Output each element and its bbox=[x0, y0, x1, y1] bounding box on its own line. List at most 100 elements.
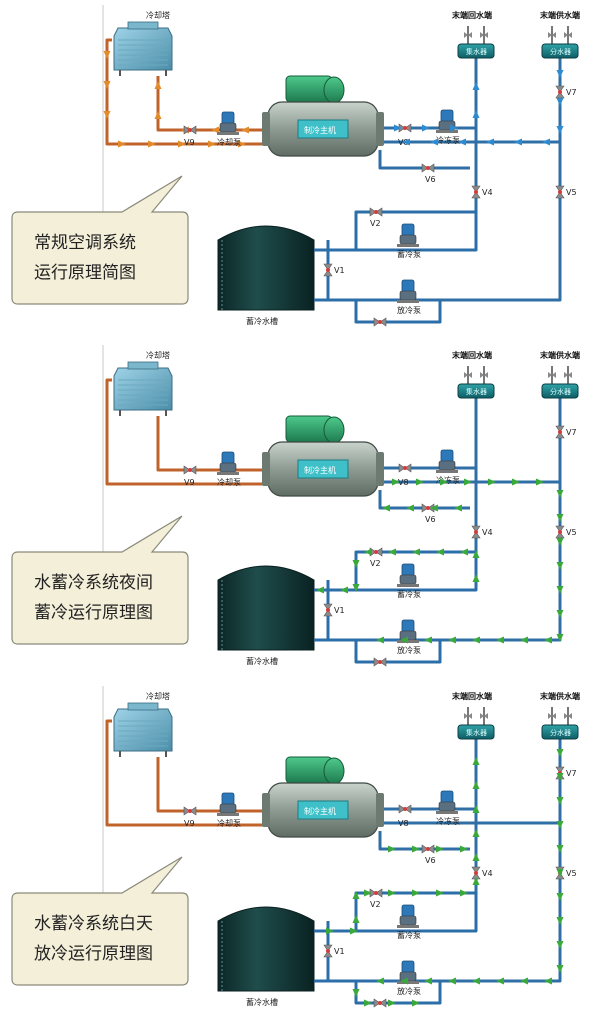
chiller-compressor bbox=[323, 757, 345, 785]
v5-branch-pipe bbox=[440, 142, 562, 302]
chiller-cap bbox=[262, 112, 270, 146]
pump: 放冷泵 bbox=[397, 279, 421, 315]
valve-label: V7 bbox=[566, 428, 577, 437]
valve-handle bbox=[378, 320, 382, 324]
flow-arrow bbox=[416, 478, 424, 486]
flow-arrow bbox=[103, 51, 111, 59]
valve-label: V8 bbox=[398, 819, 409, 828]
pump-motor bbox=[440, 109, 454, 123]
pump-body bbox=[219, 462, 237, 473]
pump-base bbox=[217, 132, 239, 135]
header-valve bbox=[564, 713, 572, 719]
flow-arrow bbox=[520, 977, 528, 985]
header-valve bbox=[564, 372, 572, 378]
valve-label: V9 bbox=[184, 138, 195, 147]
flow-arrow bbox=[412, 548, 420, 556]
pump-label: 蓄冷泵 bbox=[397, 930, 421, 940]
flow-arrow bbox=[556, 538, 564, 546]
valve-handle bbox=[374, 210, 378, 214]
flow-arrow bbox=[556, 634, 564, 642]
header-valve bbox=[548, 713, 556, 719]
callout-line-1: 常规空调系统 bbox=[34, 233, 136, 253]
pump-base bbox=[436, 130, 458, 133]
discharge-bypass-pipe bbox=[354, 300, 442, 324]
pump-label: 冷却泵 bbox=[217, 477, 241, 487]
bypass-pipe bbox=[378, 831, 470, 851]
chilled-return-pipe bbox=[384, 52, 478, 130]
pump: 蓄冷泵 bbox=[397, 223, 421, 259]
flow-arrow bbox=[392, 478, 400, 486]
valve-handle bbox=[474, 190, 478, 194]
water-header: 集水器 bbox=[457, 366, 495, 399]
valve bbox=[421, 163, 435, 173]
flow-arrow bbox=[556, 586, 564, 594]
valve-label: V1 bbox=[334, 606, 345, 615]
valve bbox=[555, 525, 565, 539]
flow-arrow bbox=[364, 889, 372, 897]
valve-label: V5 bbox=[566, 528, 577, 537]
chiller-cap bbox=[376, 793, 384, 827]
supply-terminal-label: 末端供水端 bbox=[540, 10, 580, 20]
pump-body bbox=[438, 460, 456, 471]
callout-shape bbox=[11, 515, 189, 645]
storage-loop-pipe bbox=[314, 550, 478, 592]
header-label: 集水器 bbox=[466, 387, 487, 396]
flow-arrow bbox=[496, 636, 504, 644]
flow-arrow bbox=[400, 977, 408, 985]
callout-line-2: 放冷运行原理图 bbox=[34, 944, 153, 964]
chilled-return-pipe bbox=[384, 733, 478, 811]
flow-arrow bbox=[382, 504, 390, 512]
header-box bbox=[541, 724, 579, 740]
valve-label: V6 bbox=[425, 515, 436, 524]
tower-body bbox=[113, 367, 173, 411]
flow-arrow bbox=[460, 845, 468, 853]
valve bbox=[398, 123, 412, 133]
chiller-panel bbox=[297, 119, 349, 139]
valve-handle bbox=[188, 128, 192, 132]
valve-handle bbox=[188, 809, 192, 813]
valve-handle bbox=[426, 166, 430, 170]
header-valve bbox=[548, 372, 556, 378]
pump-base bbox=[217, 813, 239, 816]
valve bbox=[398, 804, 412, 814]
pump-label: 放冷泵 bbox=[397, 305, 421, 315]
flow-arrow bbox=[352, 560, 360, 568]
valve bbox=[471, 866, 481, 880]
valve-handle bbox=[403, 126, 407, 130]
valve bbox=[555, 85, 565, 99]
pump-motor bbox=[440, 449, 454, 463]
flow-arrow bbox=[472, 636, 480, 644]
callout-shape bbox=[11, 175, 189, 305]
flow-arrow bbox=[556, 965, 564, 973]
pump-label: 蓄冷泵 bbox=[397, 249, 421, 259]
flow-arrow bbox=[402, 138, 410, 146]
flow-arrow bbox=[556, 70, 564, 78]
flow-arrow bbox=[436, 548, 444, 556]
valve-label: V7 bbox=[566, 88, 577, 97]
flow-arrow bbox=[556, 773, 564, 781]
chiller-label: 制冷主机 bbox=[304, 125, 336, 135]
valve-handle bbox=[326, 949, 330, 953]
pump-label: 冷却泵 bbox=[217, 818, 241, 828]
pump-body bbox=[219, 803, 237, 814]
tower-body bbox=[113, 708, 173, 752]
chiller-label: 制冷主机 bbox=[304, 465, 336, 475]
valve-handle bbox=[188, 468, 192, 472]
cooling-tower: 冷却塔 bbox=[113, 10, 173, 76]
pump: 冷却泵 bbox=[217, 111, 241, 147]
return-terminal-label: 末端回水端 bbox=[452, 350, 492, 360]
header-valve bbox=[464, 372, 472, 378]
storage-tank: 蓄冷水槽 bbox=[217, 906, 315, 1007]
panel-1: 冷却塔V9冷却泵制冷主机V8冷冻泵V6V4V7V5集水器分水器末端回水端末端供水… bbox=[11, 5, 580, 327]
pump: 放冷泵 bbox=[397, 619, 421, 655]
flow-arrow bbox=[472, 82, 480, 90]
valve-label: V4 bbox=[482, 528, 493, 537]
pump-label: 放冷泵 bbox=[397, 986, 421, 996]
chiller: 制冷主机 bbox=[262, 756, 384, 838]
chiller-cap bbox=[376, 112, 384, 146]
valve-label: V2 bbox=[370, 559, 381, 568]
flow-arrow bbox=[412, 845, 420, 853]
valve-label: V1 bbox=[334, 947, 345, 956]
pump-motor bbox=[440, 790, 454, 804]
